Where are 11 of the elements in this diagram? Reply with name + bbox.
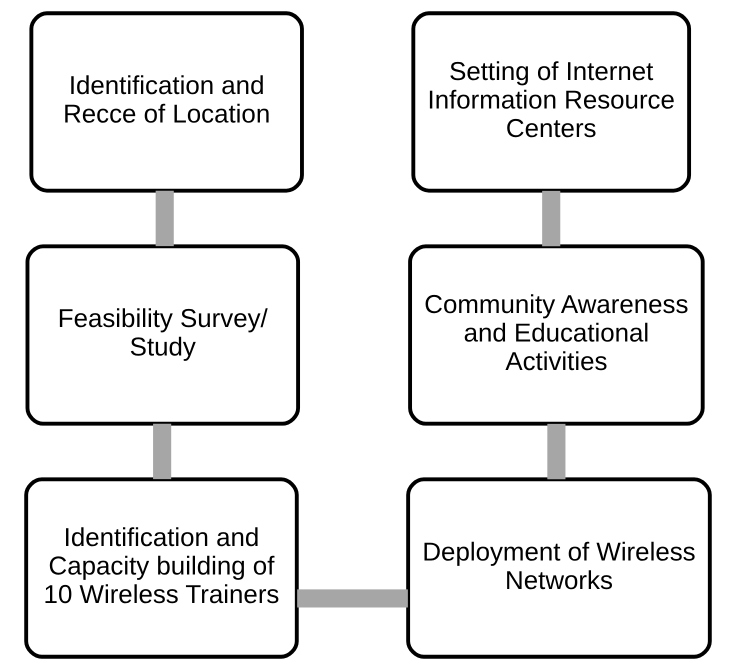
- node-box: Feasibility Survey/ Study: [26, 244, 300, 426]
- node-box: Setting of Internet Information Resource Centers: [411, 11, 692, 193]
- connector: [156, 190, 174, 246]
- node-box: Community Awareness and Educational Activities: [408, 244, 705, 426]
- connector: [547, 424, 566, 480]
- connector: [542, 190, 560, 246]
- node-box: Deployment of Wireless Networks: [406, 477, 712, 659]
- node-box: Identification and Capacity building of 10 Wireless Trainers: [24, 477, 299, 659]
- connector: [153, 424, 172, 480]
- connector: [297, 589, 408, 608]
- node-box: Identification and Recce of Location: [29, 11, 304, 193]
